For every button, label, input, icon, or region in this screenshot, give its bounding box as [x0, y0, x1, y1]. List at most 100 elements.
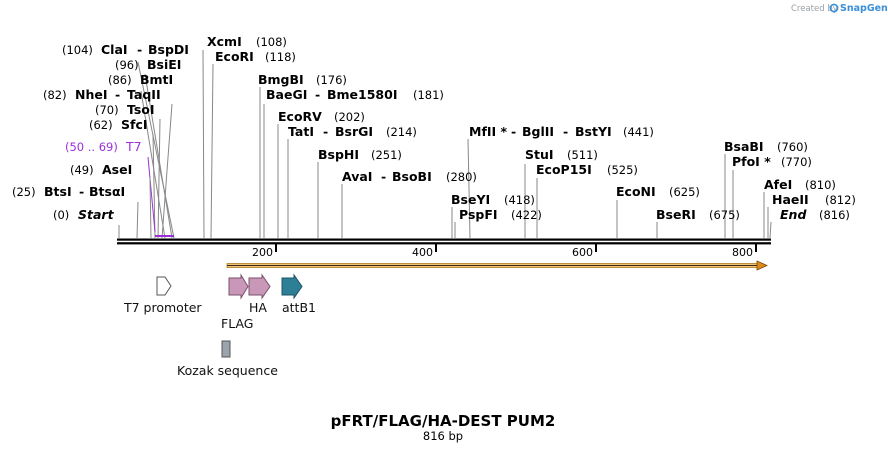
site-position: (82)	[43, 88, 67, 102]
enzyme-name: EcoNI	[616, 184, 656, 199]
site-position: (0)	[53, 208, 69, 222]
connector-asei	[149, 177, 152, 239]
primer-name: T7	[125, 139, 142, 154]
site-nhei: (82) NheI - TaqII	[43, 87, 161, 102]
feature-flag: FLAG	[221, 273, 253, 331]
tick-label-200: 200	[252, 246, 273, 259]
enzyme-name-2: BspDI	[148, 42, 189, 57]
site-connector-lines	[118, 49, 772, 239]
site-position: (770)	[781, 155, 812, 169]
primer-t7: (50 .. 69) T7	[65, 139, 142, 154]
enzyme-name: StuI	[525, 147, 554, 162]
enzyme-name: BaeGI	[266, 87, 307, 102]
site-position: (422)	[511, 208, 542, 222]
enzyme-name-2: BsoBI	[392, 169, 432, 184]
site-asei: (49) AseI	[70, 162, 132, 177]
enzyme-name: PspFI	[459, 207, 498, 222]
site-position: (62)	[89, 118, 113, 132]
site-pfoi: PfoI * (770)	[732, 154, 812, 169]
enzyme-name: ClaI	[101, 42, 128, 57]
site-baegi: BaeGI - Bme1580I (181)	[266, 87, 444, 102]
enzyme-name: Start	[78, 207, 115, 222]
site-position: (108)	[256, 35, 287, 49]
enzyme-name: EcoP15I	[536, 162, 592, 177]
snapgene-brand: SnapGene	[840, 3, 888, 14]
site-position: (25)	[12, 185, 36, 199]
sequence-backbone	[117, 238, 771, 245]
feature-label: Kozak sequence	[177, 363, 278, 378]
separator: -	[381, 169, 386, 184]
site-position: (816)	[819, 208, 850, 222]
site-avai: AvaI - BsoBI (280)	[342, 169, 477, 184]
site-sfci: (62) SfcI	[89, 117, 148, 132]
orf-arrow	[226, 260, 768, 271]
enzyme-name: EcoRV	[278, 109, 322, 124]
site-position: (760)	[777, 140, 808, 154]
enzyme-name: AfeI	[764, 177, 792, 192]
attb1-arrow	[281, 273, 303, 300]
site-stui: StuI (511)	[525, 147, 598, 162]
site-haeii: HaeII (812)	[772, 192, 856, 207]
site-bmti: (86) BmtI	[108, 72, 173, 87]
tick-label-800: 800	[732, 246, 753, 259]
enzyme-name: End	[780, 207, 807, 222]
sequence-length: 816 bp	[423, 429, 463, 443]
enzyme-name: BtsI	[44, 184, 72, 199]
connector-bmti	[140, 90, 166, 239]
site-pspfi: PspFI (422)	[459, 207, 542, 222]
site-afei: AfeI (810)	[764, 177, 836, 192]
site-position: (104)	[62, 43, 93, 57]
watermark-text: Created by	[791, 4, 838, 14]
enzyme-name: HaeII	[772, 192, 809, 207]
site-position: (525)	[607, 163, 638, 177]
site-ecop15i: EcoP15I (525)	[536, 162, 638, 177]
site-position: (86)	[108, 73, 132, 87]
flag-arrow	[228, 273, 249, 300]
site-position: (418)	[504, 193, 535, 207]
site-position: (118)	[265, 50, 296, 64]
connector-clai	[137, 61, 175, 239]
connector-btsi	[136, 201, 139, 239]
t7-promoter-arrow	[156, 276, 172, 296]
backbone-bottom-strand	[117, 242, 771, 245]
feature-label: attB1	[282, 300, 316, 315]
site-tsoi: (70) TsoI	[95, 102, 155, 117]
primer-position: (50 .. 69)	[65, 140, 118, 154]
tick-label-600: 600	[572, 246, 593, 259]
site-position: (176)	[316, 73, 347, 87]
site-bsiei: (96) BsiEI	[115, 57, 181, 72]
enzyme-name-2: BglII	[522, 124, 554, 139]
enzyme-name: NheI	[75, 87, 108, 102]
enzyme-name-2: BsrGI	[335, 124, 373, 139]
site-bseri: BseRI (675)	[656, 207, 740, 222]
connector-nhei	[161, 103, 173, 239]
enzyme-name: BsiEI	[147, 57, 181, 72]
site-position: (96)	[115, 58, 139, 72]
connector-end	[769, 221, 772, 239]
enzyme-name: TsoI	[127, 102, 155, 117]
snapgene-logo-icon	[829, 3, 839, 13]
enzyme-name: BseRI	[656, 207, 696, 222]
feature-attb1: attB1	[281, 273, 316, 315]
tick-label-400: 400	[412, 246, 433, 259]
site-position: (511)	[567, 148, 598, 162]
enzyme-name: BmgBI	[258, 72, 304, 87]
site-econi: EcoNI (625)	[616, 184, 700, 199]
ruler: 200 400 600 800	[252, 244, 757, 259]
site-position: (812)	[825, 193, 856, 207]
site-position: (251)	[371, 148, 402, 162]
connector-xcmi	[202, 49, 205, 239]
site-bsphi: BspHI (251)	[318, 147, 402, 162]
site-position: (625)	[669, 185, 700, 199]
site-ecori: EcoRI (118)	[215, 49, 296, 64]
feature-label: T7 promoter	[123, 300, 202, 315]
feature-t7-promoter: T7 promoter	[123, 276, 202, 315]
site-start: (0) Start	[53, 207, 115, 222]
separator: -	[315, 87, 320, 102]
map-title: pFRT/FLAG/HA-DEST PUM2	[331, 412, 556, 430]
enzyme-name: SfcI	[121, 117, 148, 132]
enzyme-name: XcmI	[207, 34, 242, 49]
connector-t7	[147, 156, 156, 233]
feature-label: HA	[249, 300, 267, 315]
